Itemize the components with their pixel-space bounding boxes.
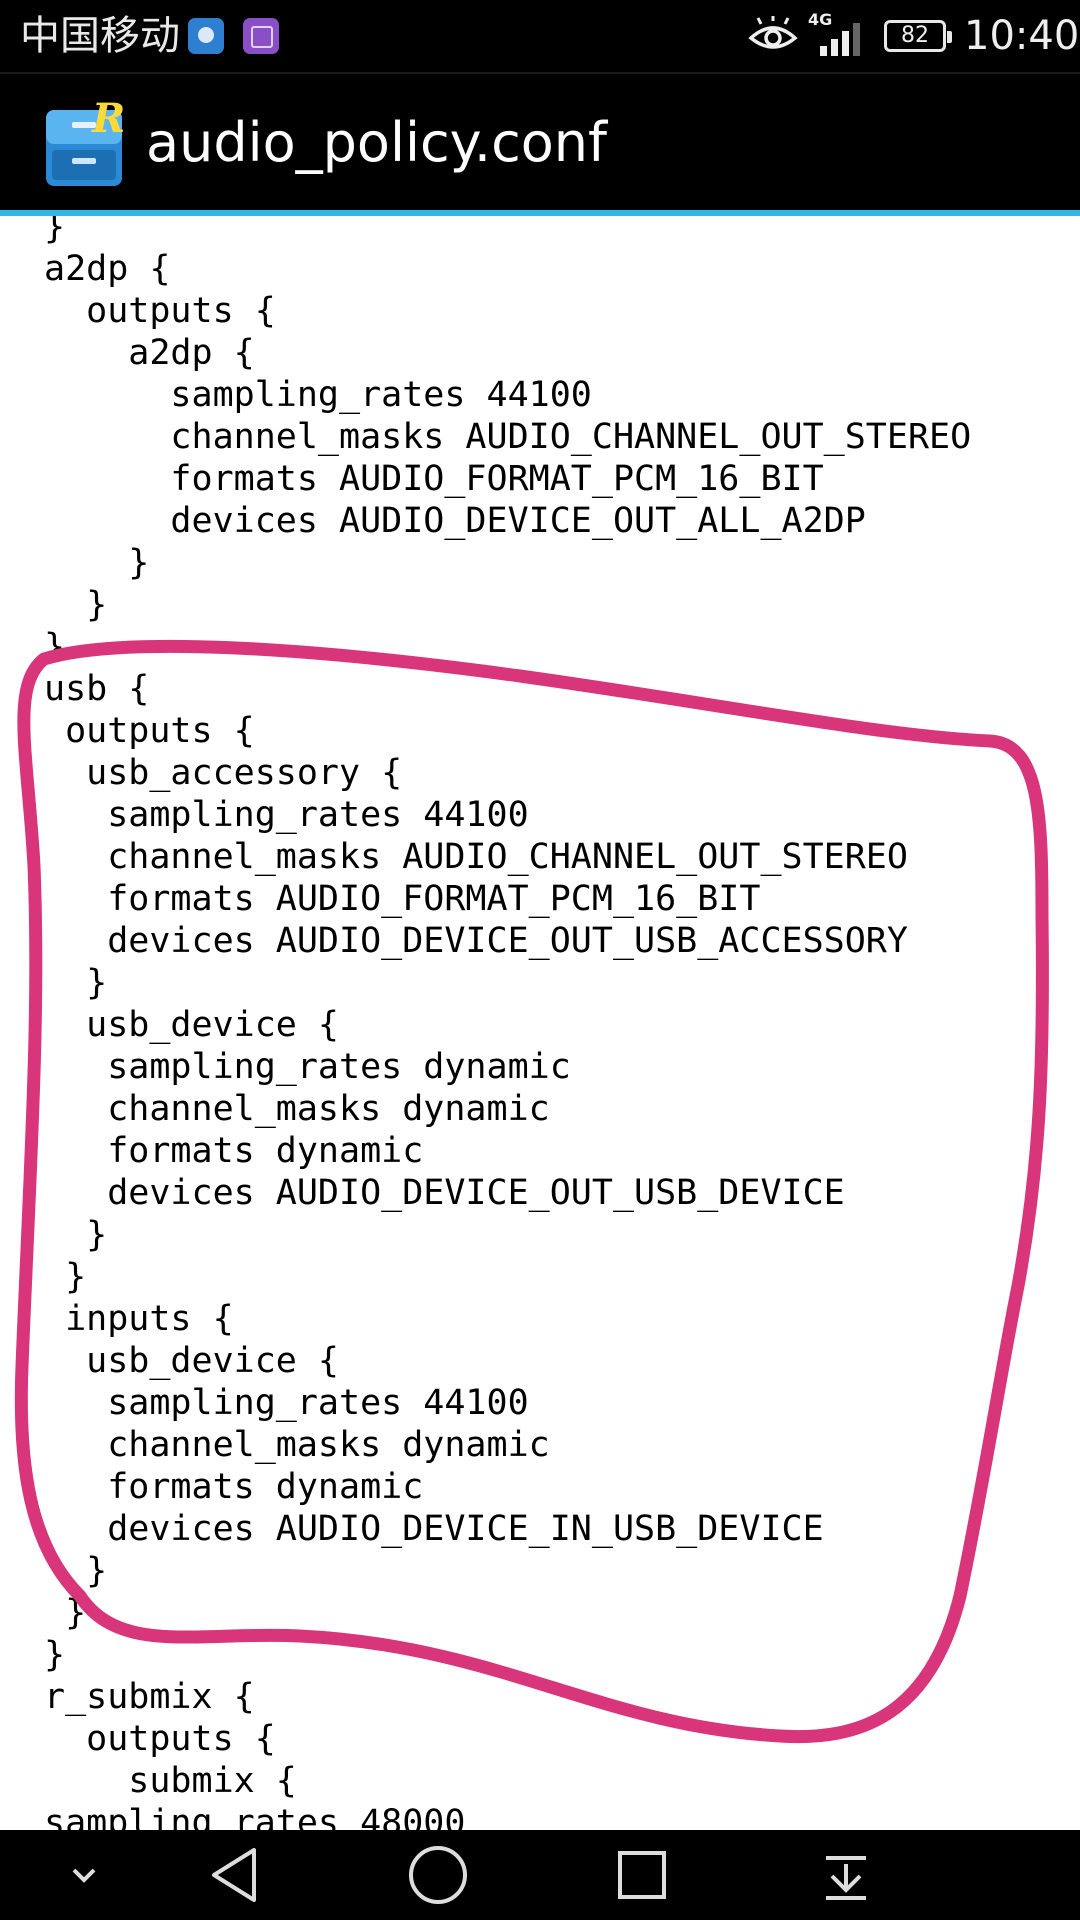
code-line: sampling_rates 48000 [44, 1803, 466, 1830]
code-line: sampling_rates dynamic [44, 1047, 571, 1087]
code-line: devices AUDIO_DEVICE_OUT_ALL_A2DP [44, 501, 866, 541]
notification-pull-icon[interactable] [806, 1842, 886, 1908]
svg-text:R: R [91, 98, 125, 142]
code-line: channel_masks dynamic [44, 1089, 550, 1129]
code-line: inputs { [44, 1299, 234, 1339]
code-line: sampling_rates 44100 [44, 375, 592, 415]
code-line: } [44, 1215, 108, 1255]
page-title: audio_policy.conf [146, 111, 608, 174]
code-line: } [44, 585, 108, 625]
status-bar: 中国移动 4G 82 10:40 [0, 0, 1080, 72]
code-line: channel_masks dynamic [44, 1425, 550, 1465]
eye-comfort-icon [748, 16, 798, 49]
root-explorer-app-icon[interactable]: R [42, 98, 126, 190]
code-line: sampling_rates 44100 [44, 1383, 529, 1423]
health-app-notification-icon [188, 18, 224, 54]
code-line: devices AUDIO_DEVICE_OUT_USB_DEVICE [44, 1173, 845, 1213]
code-line: formats dynamic [44, 1131, 424, 1171]
code-text[interactable]: }a2dp { outputs { a2dp { sampling_rates … [44, 216, 971, 1830]
battery-indicator: 82 [884, 20, 952, 52]
code-line: usb_device { [44, 1341, 340, 1381]
code-line: usb { [44, 669, 150, 709]
code-line: outputs { [44, 1719, 276, 1759]
code-line: formats AUDIO_FORMAT_PCM_16_BIT [44, 459, 824, 499]
code-line: usb_accessory { [44, 753, 403, 793]
code-line: } [44, 1593, 87, 1633]
code-line: devices AUDIO_DEVICE_IN_USB_DEVICE [44, 1509, 824, 1549]
app-bar-divider [0, 210, 1080, 216]
code-line: submix { [44, 1761, 297, 1801]
code-line: } [44, 1257, 87, 1297]
code-line: } [44, 963, 108, 1003]
code-line: a2dp { [44, 249, 171, 289]
code-line: formats dynamic [44, 1467, 424, 1507]
code-line: outputs { [44, 291, 276, 331]
code-line: } [44, 543, 150, 583]
hide-keyboard-icon[interactable] [44, 1842, 124, 1908]
back-icon[interactable] [194, 1842, 274, 1908]
app-bar: R audio_policy.conf [0, 72, 1080, 210]
code-line: } [44, 1635, 66, 1675]
code-line: devices AUDIO_DEVICE_OUT_USB_ACCESSORY [44, 921, 908, 961]
code-line: channel_masks AUDIO_CHANNEL_OUT_STEREO [44, 417, 972, 457]
code-line: outputs { [44, 711, 255, 751]
navigation-bar [0, 1830, 1080, 1920]
clock: 10:40 [964, 13, 1080, 59]
file-content-view[interactable]: }a2dp { outputs { a2dp { sampling_rates … [0, 216, 1080, 1830]
code-line: channel_masks AUDIO_CHANNEL_OUT_STEREO [44, 837, 908, 877]
gallery-notification-icon [243, 18, 279, 54]
code-line: } [44, 216, 66, 247]
code-line: } [44, 627, 66, 667]
carrier-name: 中国移动 [20, 13, 180, 59]
recents-icon[interactable] [602, 1842, 682, 1908]
home-icon[interactable] [398, 1842, 478, 1908]
network-type-label: 4G [808, 10, 833, 29]
code-line: usb_device { [44, 1005, 340, 1045]
code-line: } [44, 1551, 108, 1591]
code-line: a2dp { [44, 333, 255, 373]
code-line: sampling_rates 44100 [44, 795, 529, 835]
code-line: r_submix { [44, 1677, 255, 1717]
code-line: formats AUDIO_FORMAT_PCM_16_BIT [44, 879, 761, 919]
signal-strength-icon [820, 23, 860, 56]
